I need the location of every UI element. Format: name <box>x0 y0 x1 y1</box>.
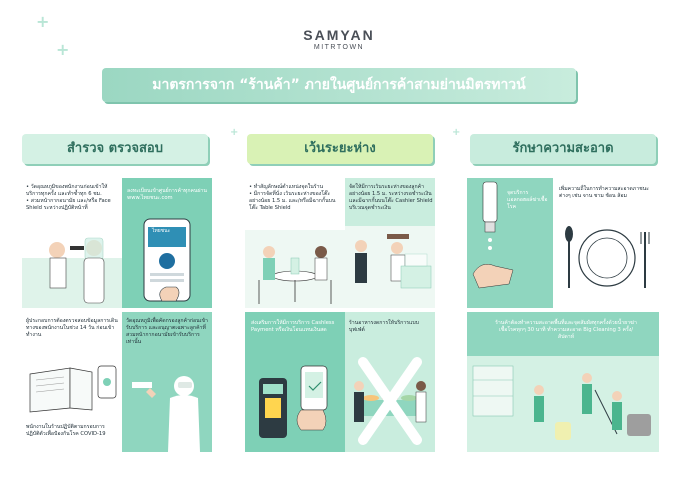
sparkle-icon: + <box>56 40 70 59</box>
survey-panel-temperature: • วัดอุณหภูมิของพนักงานก่อนเข้าให้บริการ… <box>22 178 122 308</box>
page-title: มาตรการจาก “ร้านค้า” ภายในศูนย์การค้าสาม… <box>152 77 526 93</box>
documents-illustration <box>29 365 117 413</box>
sparkle-icon: + <box>452 127 461 138</box>
panel-text: พนักงานในร้านปฏิบัติตามกรอบการปฏิบัติตัว… <box>26 424 106 437</box>
distancing-panel-seating: • ทำสัญลักษณ์ตำแหน่งจุดในร้าน • มีการจัด… <box>245 178 345 308</box>
panel-text: ร้านอาหารงดการให้บริการแบบบุฟเฟ่ต์ <box>349 320 419 333</box>
dishes-illustration <box>565 226 650 288</box>
cleaning-panel-surfaces: ร้านค้าต้องทำความสะอาดพื้นที่และจุดสัมผั… <box>467 312 659 452</box>
brand-logo: SAMYAN <box>303 27 375 43</box>
sanitizer-illustration <box>472 181 514 289</box>
panel-text: ผู้ประกอบการต้องตรวจสอบข้อมูลการเดินทางข… <box>26 318 118 338</box>
cleaning-staff-illustration <box>467 356 659 452</box>
cashier-illustration <box>345 226 435 308</box>
panel-text: ส่งเสริมการให้มีการบริการ Cashless Payme… <box>251 320 335 333</box>
sparkle-icon: + <box>36 12 50 31</box>
distancing-panel-cashless: ส่งเสริมการให้มีการบริการ Cashless Payme… <box>245 312 345 452</box>
distancing-panel-cashier: จัดให้มีการเว้นระยะห่างของลูกค้าอย่างน้อ… <box>345 178 435 308</box>
phone-app-illustration <box>143 218 191 302</box>
card-payment-illustration <box>259 365 328 438</box>
cleaning-panel-dishes: เพิ่มความถี่ในการทำความสะอาดภาชนะต่างๆ เ… <box>553 178 659 308</box>
panel-text: • ทำสัญลักษณ์ตำแหน่งจุดในร้าน • มีการจัด… <box>249 184 336 211</box>
column-heading-distancing: เว้นระยะห่าง <box>247 134 433 164</box>
panel-text: • วัดอุณหภูมิของพนักงานก่อนเข้าให้บริการ… <box>26 184 111 211</box>
survey-panel-customer-screening: วัดอุณหภูมิเพื่อคัดกรองลูกค้าก่อนเข้ารับ… <box>122 312 212 452</box>
cafe-seating-illustration <box>245 230 345 308</box>
screening-illustration <box>132 376 200 452</box>
staff-temperature-illustration <box>22 237 122 308</box>
panel-text: วัดอุณหภูมิเพื่อคัดกรองลูกค้าก่อนเข้ารับ… <box>126 318 208 345</box>
panel-text: ลงทะเบียนเข้าศูนย์การค้าทุกคนผ่าน www.ไท… <box>127 188 207 201</box>
no-buffet-illustration <box>354 357 427 445</box>
title-banner: มาตรการจาก “ร้านค้า” ภายในศูนย์การค้าสาม… <box>102 68 576 102</box>
column-heading-cleaning: รักษาความสะอาด <box>470 134 656 164</box>
panel-text: จัดให้มีการเว้นระยะห่างของลูกค้าอย่างน้อ… <box>349 184 433 211</box>
survey-panel-travel-check: ผู้ประกอบการต้องตรวจสอบข้อมูลการเดินทางข… <box>22 312 122 452</box>
column-heading-survey: สำรวจ ตรวจสอบ <box>22 134 208 164</box>
panel-text: จุดบริการแอลกอฮอล์ฆ่าเชื้อโรค <box>507 190 548 210</box>
survey-panel-register: ลงทะเบียนเข้าศูนย์การค้าทุกคนผ่าน www.ไท… <box>122 178 212 308</box>
panel-text: ร้านค้าต้องทำความสะอาดพื้นที่และจุดสัมผั… <box>495 320 637 340</box>
brand-subtitle: MITRTOWN <box>313 44 365 51</box>
distancing-panel-no-buffet: ร้านอาหารงดการให้บริการแบบบุฟเฟ่ต์ <box>345 312 435 452</box>
app-name: ไทยชนะ <box>152 228 171 234</box>
panel-text: เพิ่มความถี่ในการทำความสะอาดภาชนะต่างๆ เ… <box>559 186 649 199</box>
sparkle-icon: + <box>230 127 239 138</box>
cleaning-panel-sanitizer: จุดบริการแอลกอฮอล์ฆ่าเชื้อโรค <box>467 178 553 308</box>
